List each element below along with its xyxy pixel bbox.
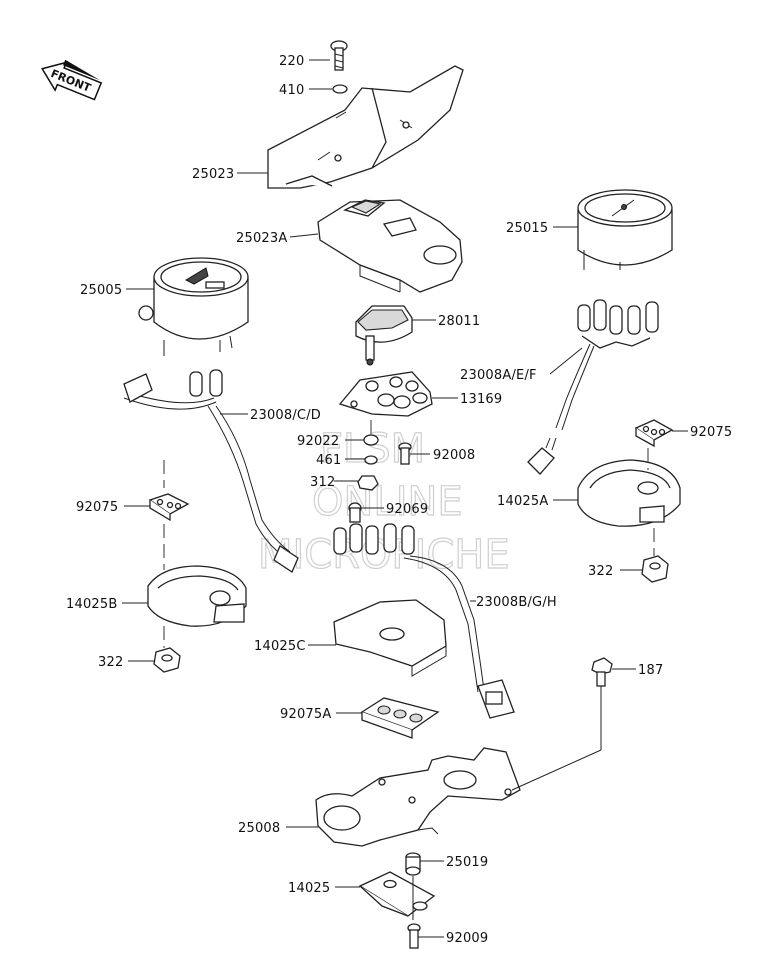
grommet-92069 (348, 502, 362, 523)
bolt-187 (591, 657, 613, 687)
part-label-23008cd: 23008/C/D (250, 408, 321, 423)
front-arrow-icon: FRONT (41, 59, 103, 101)
part-label-14025a: 14025A (497, 494, 548, 509)
part-label-28011: 28011 (438, 314, 480, 329)
screw-92009 (407, 923, 421, 949)
wiring-harness-right (527, 299, 659, 475)
part-label-14025: 14025 (288, 881, 330, 896)
cushion-92075-right (634, 419, 674, 448)
part-label-25023: 25023 (192, 167, 234, 182)
nut-312 (357, 475, 379, 491)
part-label-14025c: 14025C (254, 639, 306, 654)
pad-92075a (360, 697, 440, 739)
part-label-92009: 92009 (446, 931, 488, 946)
nut-322-left (153, 647, 181, 673)
washer-410 (332, 84, 348, 94)
part-label-25023a: 25023A (236, 231, 287, 246)
watermark-line-2: ONLINE (312, 479, 463, 525)
part-label-13169: 13169 (460, 392, 502, 407)
nut-322-right (641, 555, 669, 583)
gauge-ring-bracket-right (577, 459, 681, 527)
mount-bracket-14025c (333, 599, 447, 677)
assembly-lines (163, 420, 655, 920)
speedometer-gauge-part (138, 257, 249, 356)
part-labels: 220 410 25023 25023A 25015 25005 28011 2… (66, 54, 732, 946)
collar-92022 (363, 434, 379, 446)
bulb-holder-plate-part (338, 371, 433, 417)
part-label-14025b: 14025B (66, 597, 117, 612)
collar-25019 (405, 852, 421, 876)
part-label-92022: 92022 (297, 434, 339, 449)
part-label-322-left: 322 (98, 655, 123, 670)
part-label-25015: 25015 (506, 221, 548, 236)
bracket-14025 (358, 871, 436, 917)
meter-housing-part (317, 199, 463, 293)
wiring-harness-center (333, 523, 515, 719)
screw-220 (330, 40, 348, 71)
gauge-ring-bracket-left (147, 565, 247, 627)
cushion-92075-left (148, 493, 190, 522)
tachometer-gauge-part (577, 189, 673, 270)
indicator-bulb-part (355, 305, 413, 366)
leader-lines (122, 59, 688, 938)
part-label-92075-right: 92075 (690, 425, 732, 440)
part-label-23008aef: 23008A/E/F (460, 368, 537, 383)
washer-461 (364, 455, 378, 465)
part-label-461: 461 (316, 453, 341, 468)
part-label-410: 410 (279, 83, 304, 98)
screw-92008 (398, 442, 412, 465)
part-label-92008: 92008 (433, 448, 475, 463)
part-label-322-right: 322 (588, 564, 613, 579)
top-cover-part (267, 65, 464, 189)
part-label-92075a: 92075A (280, 707, 331, 722)
part-label-25019: 25019 (446, 855, 488, 870)
watermark: FLSM ONLINE MICROFICHE (257, 425, 510, 578)
part-label-312: 312 (310, 475, 335, 490)
part-label-23008bgh: 23008B/G/H (476, 595, 557, 610)
part-label-25005: 25005 (80, 283, 122, 298)
meter-bracket-25008 (315, 747, 521, 847)
part-label-92075-left: 92075 (76, 500, 118, 515)
part-label-25008: 25008 (238, 821, 280, 836)
part-label-220: 220 (279, 54, 304, 69)
wiring-harness-left (123, 369, 299, 573)
part-label-92069: 92069 (386, 502, 428, 517)
part-label-187: 187 (638, 663, 663, 678)
